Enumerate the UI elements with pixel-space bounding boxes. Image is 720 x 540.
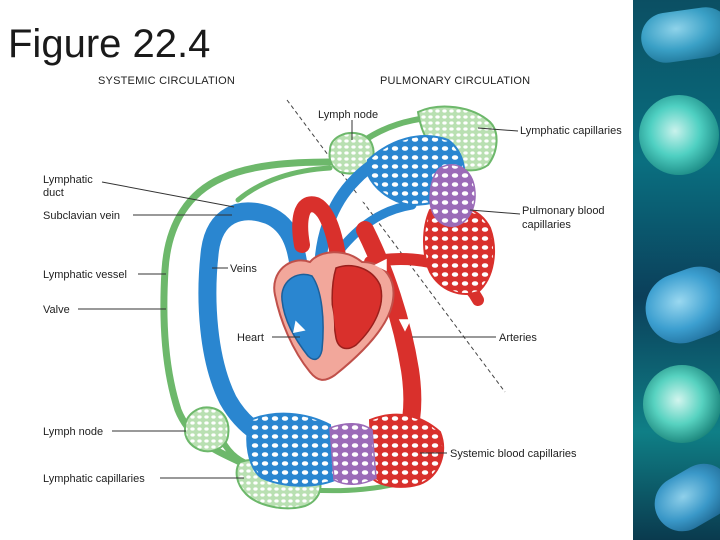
label-pulmonary-capillaries-2: capillaries — [522, 219, 571, 231]
bacterium-rod-image — [644, 453, 720, 540]
label-veins: Veins — [230, 263, 257, 275]
pulmonary-capillaries-arterial — [423, 204, 495, 295]
lymphatic-duct — [235, 165, 333, 203]
arrow-icon — [374, 258, 387, 272]
label-lymphatic-duct-2: duct — [43, 187, 64, 199]
aorta-loop — [292, 196, 348, 283]
label-lymph-node-top: Lymph node — [318, 109, 378, 121]
bacterium-rod-image — [635, 256, 720, 354]
arrow-icon — [236, 360, 250, 373]
arrow-icon — [353, 189, 367, 203]
systemic-capillaries-venous — [246, 412, 337, 487]
label-lymph-node-bottom: Lymph node — [43, 426, 103, 438]
label-valve: Valve — [43, 304, 70, 316]
pulmonary-vein-lower — [335, 200, 417, 255]
systemic-capillaries-mixed — [329, 423, 377, 485]
arrow-icon — [220, 246, 234, 259]
label-lymphatic-capillaries-top: Lymphatic capillaries — [520, 125, 622, 137]
heart — [273, 251, 395, 381]
label-lymphatic-duct-1: Lymphatic — [43, 174, 93, 186]
label-lymphatic-capillaries-bottom: Lymphatic capillaries — [43, 473, 145, 485]
bacterium-rod-image — [637, 3, 720, 67]
label-heart: Heart — [237, 332, 264, 344]
label-lymphatic-vessel: Lymphatic vessel — [43, 269, 127, 281]
slide-title: Figure 22.4 — [8, 22, 211, 66]
lymph-node-bottom — [183, 406, 230, 453]
virus-particle-image — [639, 95, 719, 175]
label-subclavian-vein: Subclavian vein — [43, 210, 120, 222]
systemic-capillaries-arterial — [368, 413, 445, 488]
bacteria-image-strip — [633, 0, 720, 540]
circulation-divider-line — [286, 99, 506, 393]
systemic-circulation-header: SYSTEMIC CIRCULATION — [98, 75, 235, 87]
interventricular-septum — [319, 288, 335, 351]
right-heart-chambers — [281, 273, 324, 361]
virus-particle-image — [643, 365, 720, 443]
label-arteries: Arteries — [499, 332, 537, 344]
pulmonary-circulation-header: PULMONARY CIRCULATION — [380, 75, 530, 87]
label-systemic-capillaries: Systemic blood capillaries — [450, 448, 577, 460]
leader-lines — [78, 120, 521, 479]
pulmonary-capillaries-mixed — [429, 164, 476, 227]
flow-arrows — [220, 189, 412, 373]
arrow-icon — [398, 319, 412, 332]
label-pulmonary-capillaries-1: Pulmonary blood — [522, 205, 605, 217]
vena-cava-loop — [198, 202, 309, 457]
arrow-icon — [293, 320, 306, 333]
